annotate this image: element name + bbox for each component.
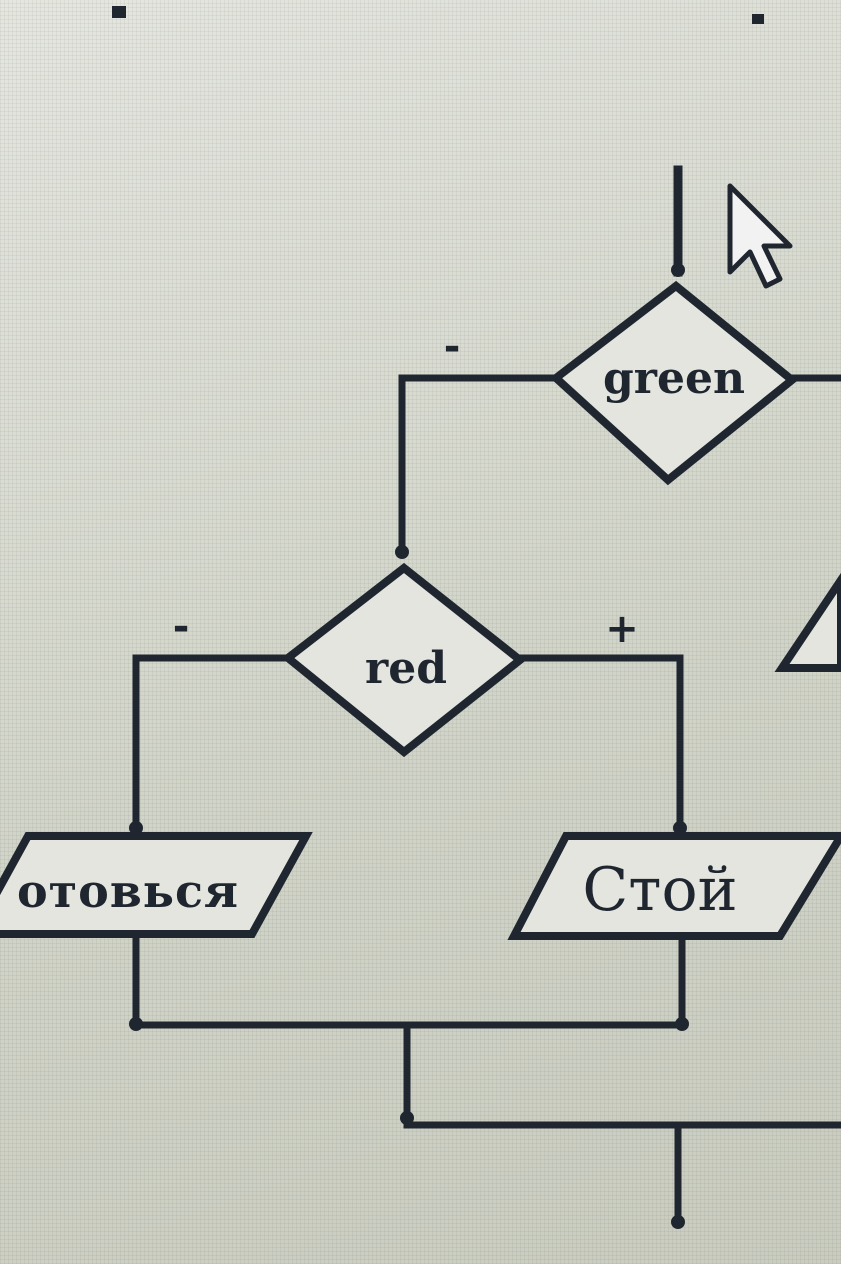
decision-green-label: green [603,353,745,404]
connector-green-no [398,374,560,556]
connector-red-yes [516,654,684,832]
edge-speck [752,14,764,24]
edge-speck [112,6,126,18]
partial-shape-right [774,572,841,672]
connector-node [671,1215,685,1229]
connector-red-no [132,654,292,832]
connector-node [671,263,685,277]
decision-red-no-label: - [173,604,190,650]
decision-red-label: red [365,643,447,694]
output-get-ready-label: отовься [17,864,239,918]
connector-node [129,1017,143,1031]
connector-node [395,545,409,559]
connector-merge [132,931,686,1029]
output-get-ready [0,832,313,938]
connector-node [673,821,687,835]
connector-node [675,1017,689,1031]
mouse-cursor-icon [727,183,793,289]
decision-green-no-label: - [444,324,461,370]
decision-red-yes-label: + [605,606,639,652]
decision-red [281,562,527,758]
connector-node [129,821,143,835]
output-stop-label: Стой [582,855,737,925]
output-stop [507,832,841,940]
decision-green [549,280,799,486]
